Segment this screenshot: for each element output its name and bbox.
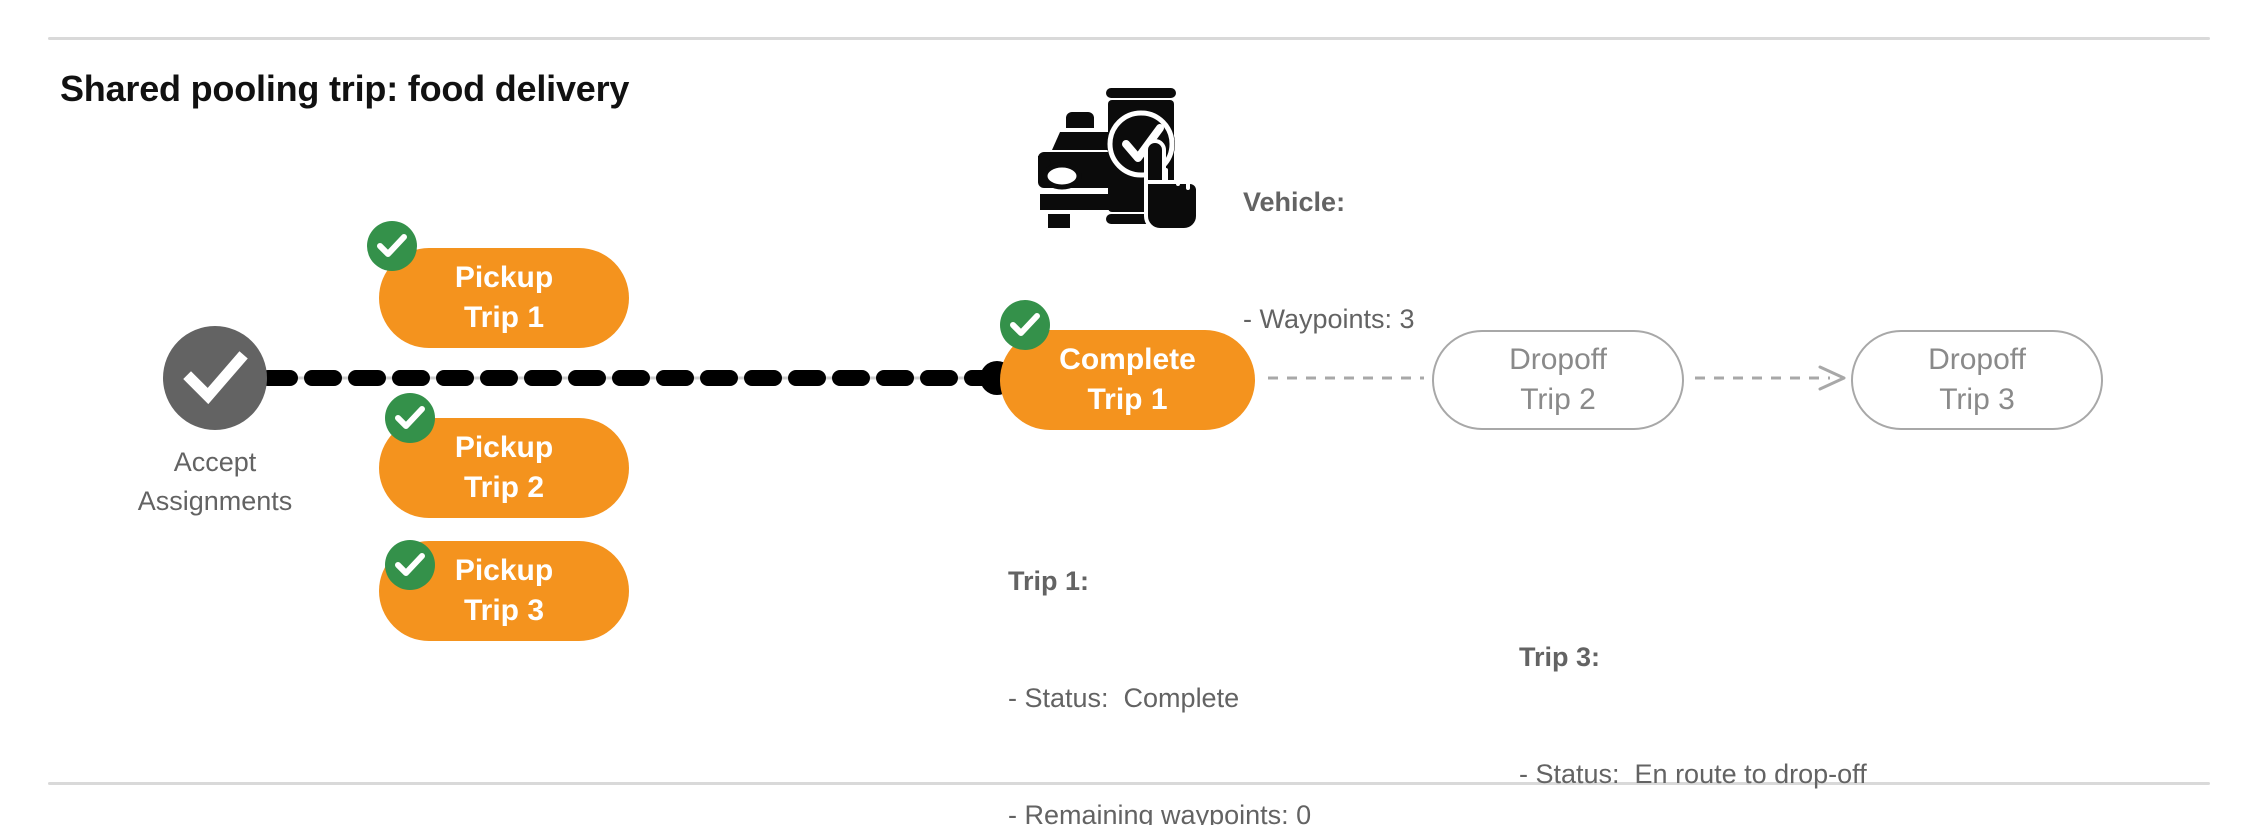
node-label-line1: Pickup (454, 261, 554, 294)
trip3-heading: Trip 3: (1519, 642, 1601, 672)
accept-assignments-label: Accept Assignments (95, 443, 335, 521)
trip-1-and-2-info-block: Trip 1: - Status: Complete - Remaining w… (1008, 484, 1356, 825)
node-label-line2: Trip 2 (1520, 383, 1596, 416)
node-pickup-trip-3[interactable]: Pickup Trip 3 (379, 541, 629, 641)
vehicle-info-heading: Vehicle: (1243, 187, 1346, 217)
check-badge-icon (367, 221, 417, 271)
node-complete-trip-1[interactable]: Complete Trip 1 (1000, 330, 1255, 430)
node-pickup-trip-1[interactable]: Pickup Trip 1 (379, 248, 629, 348)
accept-label-line2: Assignments (137, 486, 293, 516)
vehicle-info-waypoints: - Waypoints: 3 (1243, 304, 1415, 334)
node-label-line1: Complete (1059, 343, 1196, 376)
vehicle-info-block: Vehicle: - Waypoints: 3 (1243, 105, 1415, 417)
trip3-status: - Status: En route to drop-off (1519, 759, 1867, 789)
node-label-line2: Trip 3 (1939, 383, 2015, 416)
check-badge-icon (385, 540, 435, 590)
car-phone-check-icon (1029, 78, 1200, 233)
accept-assignments-node[interactable] (163, 326, 267, 430)
node-label-line2: Trip 3 (463, 594, 545, 627)
node-label-line1: Dropoff (1928, 343, 2026, 376)
node-label-line2: Trip 2 (463, 471, 545, 504)
trip1-status: - Status: Complete (1008, 683, 1240, 713)
node-label-line1: Pickup (454, 431, 554, 464)
node-label-line2: Trip 1 (1087, 383, 1168, 416)
check-badge-icon (385, 393, 435, 443)
node-dropoff-trip-3[interactable]: Dropoff Trip 3 (1851, 330, 2103, 430)
trip1-waypoints: - Remaining waypoints: 0 (1008, 800, 1312, 825)
node-dropoff-trip-2[interactable]: Dropoff Trip 2 (1432, 330, 1684, 430)
accept-label-line1: Accept (173, 447, 257, 477)
arrowhead-icon (1818, 365, 1846, 391)
divider-bottom (48, 782, 2210, 785)
page-title: Shared pooling trip: food delivery (60, 68, 630, 109)
divider-top (48, 37, 2210, 40)
node-label-line1: Dropoff (1509, 343, 1607, 376)
trip-3-info-block: Trip 3: - Status: En route to drop-off -… (1519, 560, 1867, 825)
node-label-line2: Trip 1 (463, 301, 545, 334)
trip1-heading: Trip 1: (1008, 566, 1090, 596)
check-circle-icon (163, 326, 267, 430)
check-badge-icon (1000, 300, 1050, 350)
node-label-line1: Pickup (454, 554, 554, 587)
